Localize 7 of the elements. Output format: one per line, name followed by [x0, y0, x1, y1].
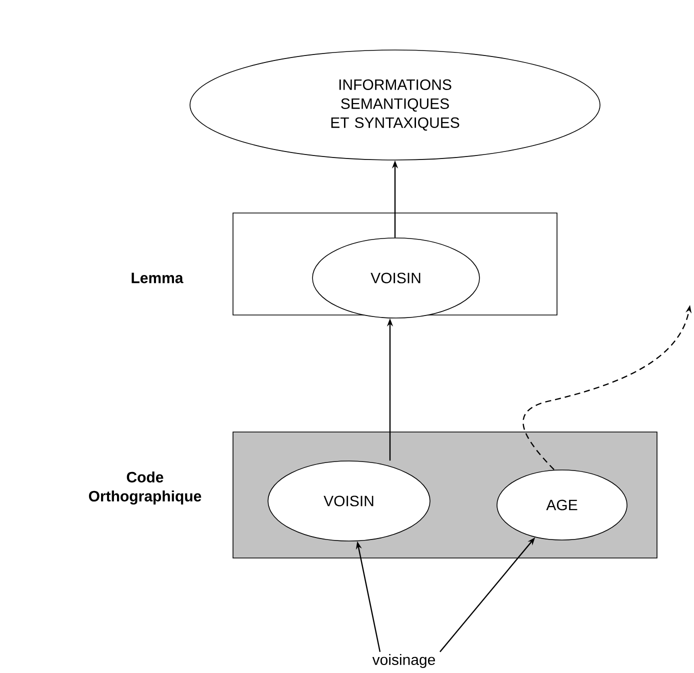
ellipse-node: AGE [496, 470, 628, 540]
ellipse-node: INFORMATIONS SEMANTIQUES ET SYNTAXIQUES [190, 50, 600, 160]
layer-label: Code Orthographique [88, 471, 202, 505]
ellipse-node: VOISIN [268, 460, 430, 542]
input-label: voisinage [372, 654, 435, 668]
ellipse-node: VOISIN [312, 238, 480, 318]
layer-label: Lemma [132, 272, 184, 284]
